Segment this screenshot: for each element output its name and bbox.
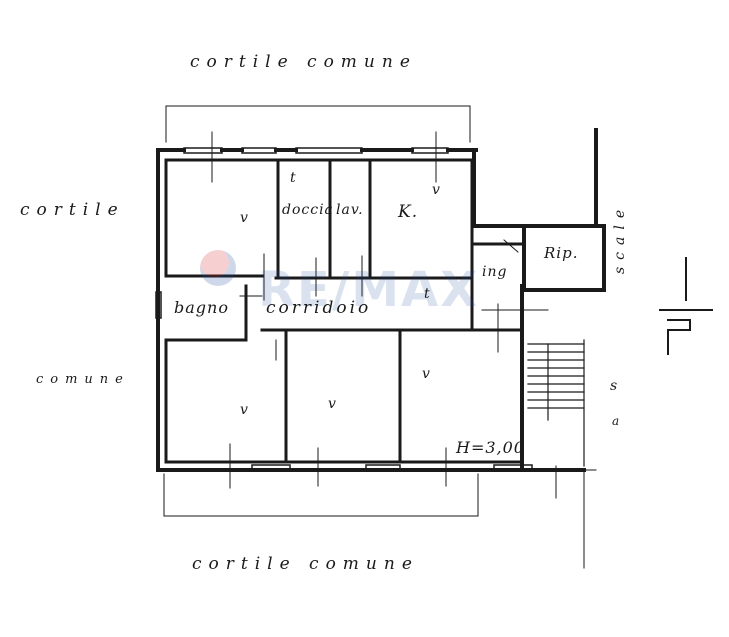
room-label-ingresso: ing [482, 264, 508, 280]
label-bottom-courtyard: cortile comune [192, 554, 419, 574]
room-label-kitchen: K. [398, 202, 419, 222]
mark-corridor: t [424, 286, 430, 302]
label-right-scale: scale [612, 202, 628, 274]
watermark-text: RE/MAX [258, 262, 480, 318]
interior-walls [164, 158, 526, 464]
stairs [527, 339, 585, 467]
room-label-ripostiglio: Rip. [544, 244, 579, 262]
right-steps [659, 257, 713, 355]
dimension-line-top [165, 105, 471, 143]
watermark-balloon-icon [200, 250, 236, 286]
door-ticks [211, 131, 597, 569]
windows [155, 147, 533, 471]
room-label-doccia: doccia [282, 202, 334, 218]
mark-doccia: t [290, 170, 296, 186]
mark-room-2: v [432, 182, 440, 198]
room-label-corridoio: corridoio [266, 298, 372, 318]
dimension-line-bottom [163, 473, 479, 517]
mark-room-5: v [422, 366, 430, 382]
label-left-common: comune [36, 372, 130, 387]
room-label-height: H=3,00 [456, 438, 525, 457]
label-top-courtyard: cortile comune [190, 52, 417, 72]
mark-room-4: v [328, 396, 336, 412]
label-left-courtyard: cortile [20, 200, 125, 220]
room-label-bagno: bagno [174, 298, 229, 317]
mark-room-1: v [240, 210, 248, 226]
label-right-a: a [612, 414, 620, 428]
mark-room-3: v [240, 402, 248, 418]
label-right-s: s [610, 378, 618, 394]
room-label-lav: lav. [336, 202, 364, 218]
